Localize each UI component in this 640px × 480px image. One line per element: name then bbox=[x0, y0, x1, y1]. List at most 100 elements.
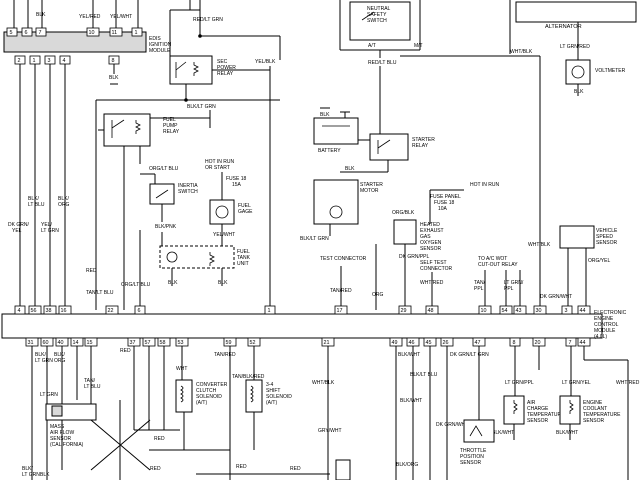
svg-text:1: 1 bbox=[33, 58, 36, 64]
svg-text:(CALIFORNIA): (CALIFORNIA) bbox=[50, 442, 84, 448]
label-test-connector: TEST CONNECTOR bbox=[320, 256, 367, 262]
svg-text:16: 16 bbox=[61, 308, 67, 314]
svg-text:58: 58 bbox=[160, 340, 166, 346]
svg-text:TANK: TANK bbox=[237, 255, 251, 261]
svg-text:54: 54 bbox=[502, 308, 508, 314]
svg-text:OXYGEN: OXYGEN bbox=[420, 240, 442, 246]
label-red-lt-grn: RED/LT GRN bbox=[193, 17, 223, 23]
svg-text:CONTROL: CONTROL bbox=[594, 322, 619, 328]
label-wht-blk-3: WHT/BLK bbox=[312, 380, 335, 386]
svg-text:BLK: BLK bbox=[40, 472, 50, 478]
svg-text:EXHAUST: EXHAUST bbox=[420, 228, 444, 234]
label-shift-34: 3-4 bbox=[266, 382, 273, 388]
svg-text:(4.0L): (4.0L) bbox=[594, 334, 607, 340]
svg-text:ORG/YEL: ORG/YEL bbox=[588, 258, 610, 264]
edis-top-pins: 5 6 7 10 11 1 bbox=[6, 27, 143, 37]
svg-text:DK GRN/WHT: DK GRN/WHT bbox=[436, 422, 468, 428]
svg-text:1: 1 bbox=[268, 308, 271, 314]
label-blk-org: BLK/ bbox=[58, 196, 69, 202]
svg-text:5: 5 bbox=[10, 30, 13, 36]
eec-module bbox=[1, 313, 603, 339]
svg-text:RED: RED bbox=[290, 466, 301, 472]
label-tan-lt-blu: TAN/LT BLU bbox=[86, 290, 114, 296]
label-blk-lt-blu-2: BLK/LT BLU bbox=[410, 372, 438, 378]
label-dk-grn-yel: DK GRN/ bbox=[8, 222, 29, 228]
svg-text:MOTOR: MOTOR bbox=[360, 188, 379, 194]
svg-text:3: 3 bbox=[565, 308, 568, 314]
label-self-test: SELF TEST bbox=[420, 260, 447, 266]
svg-text:44: 44 bbox=[580, 340, 586, 346]
label-wht-red-2: WHT/RED bbox=[616, 380, 640, 386]
svg-text:60: 60 bbox=[43, 340, 49, 346]
svg-text:LT BLU: LT BLU bbox=[28, 202, 45, 208]
label-fuel-tank-unit: FUEL bbox=[237, 249, 250, 255]
svg-text:10: 10 bbox=[481, 308, 487, 314]
edis-bottom-pins: 2 1 3 4 8 bbox=[14, 55, 120, 65]
svg-text:31: 31 bbox=[28, 340, 34, 346]
svg-text:53: 53 bbox=[178, 340, 184, 346]
label-starter-relay: STARTER bbox=[412, 137, 435, 143]
svg-text:(A/T): (A/T) bbox=[196, 400, 207, 406]
svg-text:26: 26 bbox=[443, 340, 449, 346]
svg-text:RED: RED bbox=[236, 464, 247, 470]
svg-text:57: 57 bbox=[145, 340, 151, 346]
label-battery: BATTERY bbox=[318, 148, 341, 154]
label-blk-wht-3: BLK/WHT bbox=[400, 398, 422, 404]
label-blk-org-2: BLK/ORG bbox=[396, 462, 418, 468]
svg-text:TEMPERATURE: TEMPERATURE bbox=[583, 412, 621, 418]
eec-top-pins: 4 56 38 16 22 6 1 17 29 48 10 54 43 30 3… bbox=[14, 305, 591, 315]
label-air-charge: AIR bbox=[527, 400, 536, 406]
label-fuse-panel: FUSE PANEL bbox=[430, 194, 461, 200]
svg-text:14: 14 bbox=[73, 340, 79, 346]
svg-text:6: 6 bbox=[138, 308, 141, 314]
svg-text:TEMPERATURE: TEMPERATURE bbox=[527, 412, 565, 418]
label-hot-in-run-2: HOT IN RUN bbox=[470, 182, 499, 188]
svg-text:M/T: M/T bbox=[414, 43, 423, 49]
label-tan-lt-blu-b: TAN/ bbox=[84, 378, 96, 384]
svg-text:LT GRN: LT GRN bbox=[40, 392, 58, 398]
label-converter-clutch: CONVERTER bbox=[196, 382, 228, 388]
svg-text:BLK: BLK bbox=[168, 280, 178, 286]
svg-text:45: 45 bbox=[426, 340, 432, 346]
svg-text:4: 4 bbox=[63, 58, 66, 64]
svg-text:PPL: PPL bbox=[474, 286, 484, 292]
svg-text:43: 43 bbox=[516, 308, 522, 314]
svg-text:SENSOR: SENSOR bbox=[596, 240, 618, 246]
label-coolant: ENGINE bbox=[583, 400, 603, 406]
svg-text:SENSOR: SENSOR bbox=[50, 436, 72, 442]
label-hot-in-run: HOT IN RUN bbox=[205, 159, 234, 165]
sec-power-relay bbox=[169, 55, 213, 85]
svg-text:1: 1 bbox=[135, 30, 138, 36]
label-top-yel-red: YEL/RED bbox=[79, 14, 101, 20]
svg-text:BLK: BLK bbox=[574, 89, 584, 95]
vehicle-speed-sensor bbox=[559, 225, 595, 249]
svg-text:CLUTCH: CLUTCH bbox=[196, 388, 217, 394]
label-red-lt-blu: RED/LT BLU bbox=[368, 60, 397, 66]
label-blk-lt-grn-b: BLK/ bbox=[35, 352, 46, 358]
label-maf: MASS bbox=[50, 424, 65, 430]
label-blk-lt-grn-2: BLK/LT GRN bbox=[300, 236, 329, 242]
svg-text:30: 30 bbox=[536, 308, 542, 314]
battery bbox=[313, 117, 359, 145]
svg-text:LT GRN: LT GRN bbox=[22, 472, 40, 478]
label-to-ac: TO A/C WOT bbox=[478, 256, 507, 262]
label-vss: VEHICLE bbox=[596, 228, 618, 234]
svg-text:44: 44 bbox=[580, 308, 586, 314]
svg-text:SWITCH: SWITCH bbox=[178, 189, 198, 195]
svg-text:BLK: BLK bbox=[218, 280, 228, 286]
fuel-gage bbox=[209, 199, 235, 225]
label-wht-blk-2: WHT/BLK bbox=[528, 242, 551, 248]
svg-text:2: 2 bbox=[18, 58, 21, 64]
label-neutral-safety: NEUTRAL bbox=[367, 6, 391, 12]
svg-text:CONNECTOR: CONNECTOR bbox=[420, 266, 453, 272]
label-inertia-switch: INERTIA bbox=[178, 183, 198, 189]
svg-text:GAS: GAS bbox=[420, 234, 431, 240]
label-alternator: ALTERNATOR bbox=[545, 24, 582, 30]
starter-relay bbox=[369, 133, 409, 161]
svg-text:SENSOR: SENSOR bbox=[420, 246, 442, 252]
svg-text:ORG: ORG bbox=[54, 358, 66, 364]
svg-text:SENSOR: SENSOR bbox=[460, 460, 482, 466]
label-blk-lt-blu: BLK/ bbox=[28, 196, 39, 202]
label-org-blk: ORG/BLK bbox=[392, 210, 415, 216]
